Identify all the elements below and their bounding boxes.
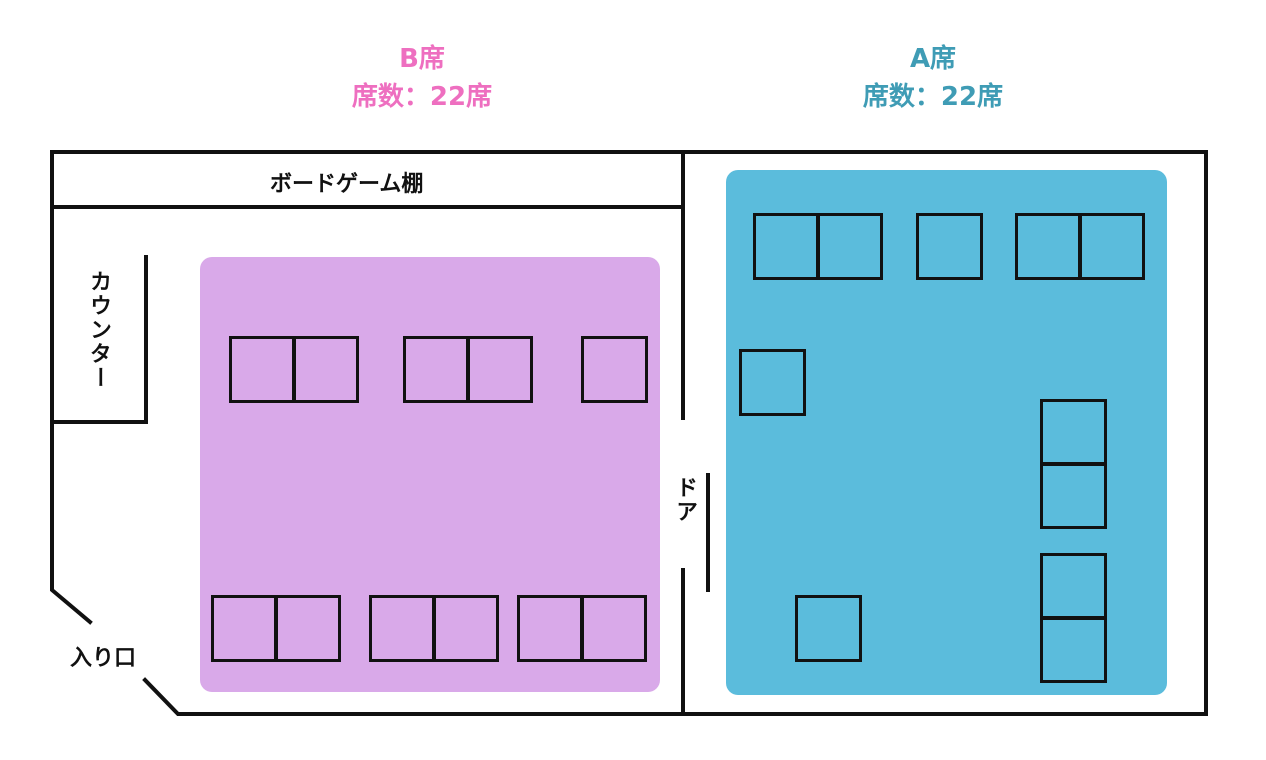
table-b[interactable]: [369, 595, 436, 662]
table-b[interactable]: [580, 595, 647, 662]
counter: [50, 255, 148, 424]
section-a-area: [726, 170, 1167, 695]
section-b-seat-count: 席数：22席: [351, 82, 493, 112]
section-b-header: B席 席数：22席: [272, 40, 572, 116]
table-b[interactable]: [211, 595, 278, 662]
counter-label: カウンター: [86, 270, 111, 390]
table-a[interactable]: [795, 595, 862, 662]
outer-wall: [50, 150, 1208, 716]
table-a[interactable]: [1040, 462, 1107, 529]
table-b[interactable]: [432, 595, 499, 662]
door-label: ドア: [672, 476, 697, 524]
table-a[interactable]: [816, 213, 883, 280]
table-a[interactable]: [753, 213, 820, 280]
table-a[interactable]: [1040, 399, 1107, 466]
table-a[interactable]: [739, 349, 806, 416]
table-b[interactable]: [466, 336, 533, 403]
board-game-shelf-label: ボードゲーム棚: [270, 172, 424, 197]
table-a[interactable]: [1040, 616, 1107, 683]
table-b[interactable]: [517, 595, 584, 662]
table-b[interactable]: [292, 336, 359, 403]
section-b-name: B席: [399, 44, 445, 74]
table-b[interactable]: [274, 595, 341, 662]
entrance-label: 入り口: [70, 646, 137, 671]
table-b[interactable]: [581, 336, 648, 403]
table-a[interactable]: [916, 213, 983, 280]
table-b[interactable]: [403, 336, 470, 403]
table-a[interactable]: [1040, 553, 1107, 620]
section-a-name: A席: [909, 44, 957, 74]
section-a-seat-count: 席数：22席: [862, 82, 1004, 112]
table-b[interactable]: [229, 336, 296, 403]
table-a[interactable]: [1015, 213, 1082, 280]
table-a[interactable]: [1078, 213, 1145, 280]
section-a-header: A席 席数：22席: [783, 40, 1083, 116]
